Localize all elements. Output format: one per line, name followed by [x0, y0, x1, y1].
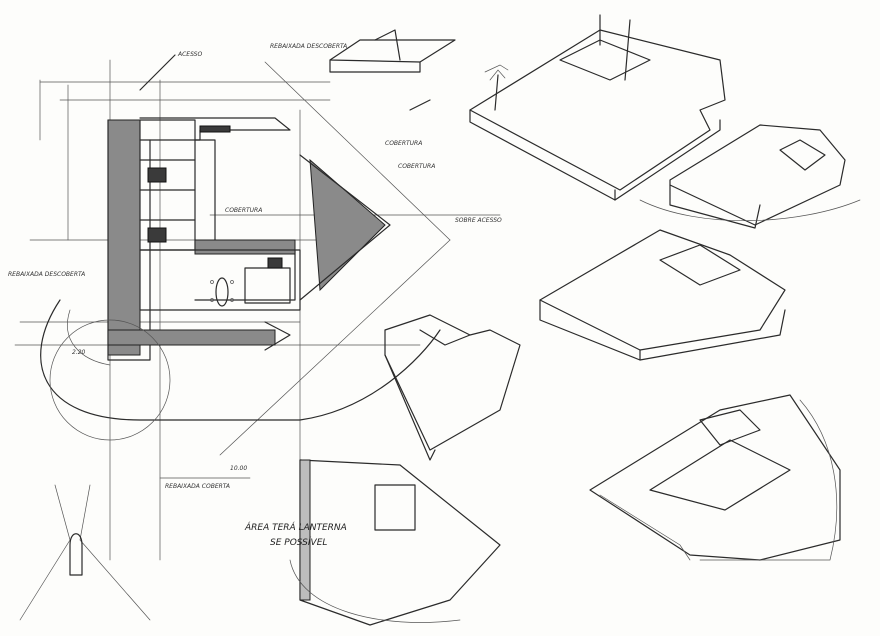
vault-perspective-sketch	[19, 484, 151, 621]
perspective-sketch-3	[539, 229, 786, 361]
note-lanterna-line1: ÁREA TERÁ LANTERNA	[244, 521, 347, 533]
floor-plan: ACESSO REBAIXADA DESCOBERTA COBERTURA CO…	[8, 43, 502, 561]
perspective-sketch-1	[469, 14, 726, 201]
note-lanterna-line2: SE POSSÍVEL	[270, 536, 327, 548]
label-dim-bottom: 10.00	[230, 465, 247, 472]
label-left-note: REBAIXADA DESCOBERTA	[8, 271, 85, 278]
perspective-sketch-4	[384, 314, 521, 461]
label-acesso: ACESSO	[177, 51, 202, 58]
label-dim-top: 2.20	[72, 349, 86, 356]
label-center-note: SOBRE ACESSO	[455, 217, 502, 224]
label-cobertura-1: COBERTURA	[385, 140, 422, 147]
perspective-sketch-5	[589, 394, 841, 561]
label-cobertura-2: COBERTURA	[398, 163, 435, 170]
label-planta-note: COBERTURA	[225, 207, 262, 214]
perspective-sketch-2	[639, 124, 861, 229]
label-bottom-note: REBAIXADA COBERTA	[165, 483, 230, 490]
label-rebaixada-top: REBAIXADA DESCOBERTA	[270, 43, 347, 50]
site-plan-bottom: ÁREA TERÁ LANTERNA SE POSSÍVEL	[244, 459, 501, 626]
top-mini-sketch	[329, 29, 456, 111]
